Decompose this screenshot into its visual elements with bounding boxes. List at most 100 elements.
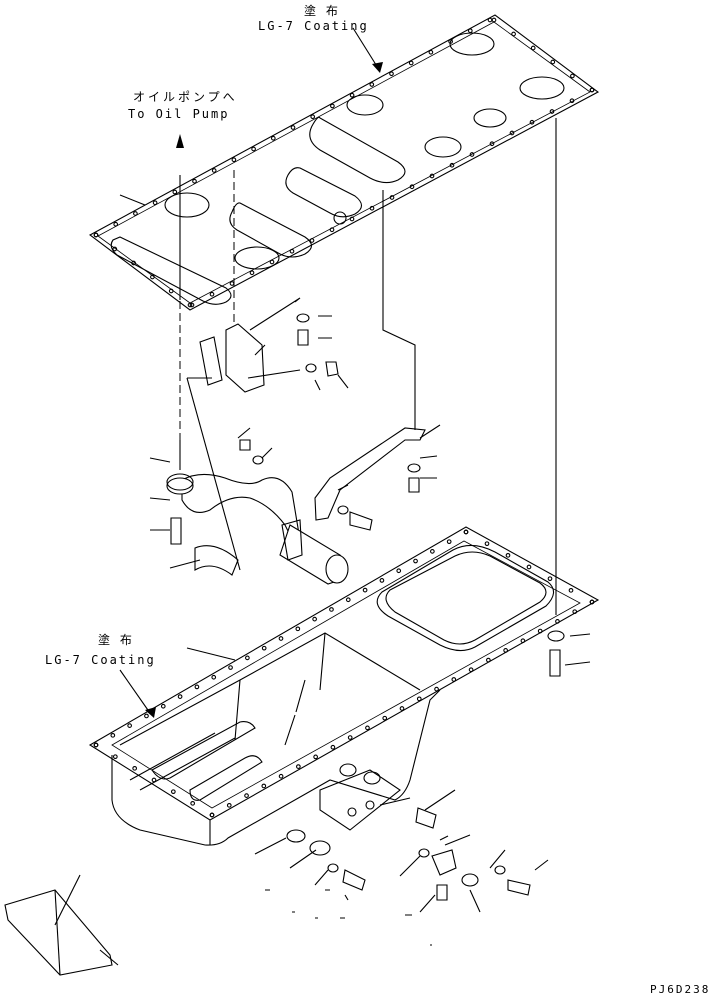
bolt-hole xyxy=(347,735,353,740)
bolt-hole xyxy=(448,39,453,44)
bolt-hole xyxy=(330,744,336,750)
bolt-hole xyxy=(249,270,255,276)
top-coating-jp-label: 塗 布 xyxy=(304,4,341,18)
bolt-hole xyxy=(313,754,318,760)
bolt-hole xyxy=(396,568,402,574)
bolt-hole xyxy=(349,216,355,222)
bolt-hole xyxy=(278,636,284,641)
bolt-hole xyxy=(526,564,532,570)
bolt-hole xyxy=(289,248,295,254)
small-parts xyxy=(4,313,565,976)
bolt-hole xyxy=(550,59,556,65)
bolt-hole xyxy=(409,184,415,190)
bolt-hole xyxy=(467,28,473,34)
bolt-hole xyxy=(362,587,368,593)
bolt-hole xyxy=(309,238,315,243)
bolt-hole xyxy=(365,725,370,731)
bolt-hole xyxy=(547,576,553,582)
oil-pump-jp-label: オイルポンプへ xyxy=(133,90,238,104)
bolt-hole xyxy=(144,713,149,719)
bolt-hole xyxy=(112,754,118,760)
bolt-hole xyxy=(269,259,275,265)
bolt-hole xyxy=(505,552,511,558)
bolt-hole xyxy=(151,777,157,783)
bolt-hole xyxy=(530,45,536,51)
bolt-hole xyxy=(589,87,595,93)
bolt-hole xyxy=(261,645,267,651)
bolt-hole xyxy=(428,49,434,55)
bolt-hole xyxy=(389,71,394,77)
bolt-hole xyxy=(520,638,526,644)
bolt-hole xyxy=(190,800,196,806)
bolt-hole xyxy=(589,599,595,605)
bolt-hole xyxy=(133,211,138,216)
bolt-hole xyxy=(549,109,555,114)
bolt-hole xyxy=(349,92,355,98)
bolt-hole xyxy=(209,812,215,818)
bolt-hole xyxy=(245,655,250,661)
bolt-hole xyxy=(484,541,490,547)
bolt-hole xyxy=(112,246,118,252)
bolt-hole xyxy=(429,173,435,179)
bolt-hole xyxy=(449,162,455,168)
bolt-hole xyxy=(399,706,405,711)
bolt-hole xyxy=(537,628,543,634)
bolt-hole xyxy=(228,665,233,670)
bolt-hole xyxy=(569,98,575,104)
bolt-hole xyxy=(568,587,574,593)
bolt-hole xyxy=(251,146,256,152)
bolt-hole xyxy=(379,578,385,583)
bolt-hole xyxy=(491,17,497,23)
bolt-hole xyxy=(187,302,193,308)
bolt-hole xyxy=(172,189,178,195)
bolt-hole xyxy=(152,200,158,206)
bolt-hole xyxy=(486,657,491,663)
bolt-hole xyxy=(170,789,176,795)
drawing-code: PJ6D238 xyxy=(650,983,711,996)
bolt-hole xyxy=(261,783,267,789)
bolt-hole xyxy=(329,227,335,233)
bolt-hole xyxy=(209,291,215,297)
bolt-hole xyxy=(168,288,174,294)
bolt-hole xyxy=(113,221,119,227)
top-coating-en-label: LG-7 Coating xyxy=(258,19,369,33)
bolt-hole xyxy=(468,667,474,673)
bolt-hole xyxy=(511,31,516,37)
bolt-hole xyxy=(369,205,375,211)
bolt-hole xyxy=(131,260,136,266)
bolt-hole xyxy=(572,609,578,615)
bolt-hole xyxy=(489,141,495,147)
arrow-icon xyxy=(145,62,383,718)
bolt-hole xyxy=(434,686,439,692)
bolt-hole xyxy=(389,195,395,200)
bolt-hole xyxy=(330,103,335,109)
bolt-hole xyxy=(329,607,334,612)
bolt-hole xyxy=(226,802,232,808)
bolt-hole xyxy=(127,723,132,728)
bolt-hole xyxy=(463,529,469,535)
bolt-hole xyxy=(555,619,560,624)
bolt-hole xyxy=(110,732,116,738)
bolt-hole xyxy=(503,648,508,653)
bolt-hole xyxy=(189,302,195,308)
oil-pump-en-label: To Oil Pump xyxy=(128,107,230,121)
bolt-hole xyxy=(150,274,155,280)
bolt-hole xyxy=(382,715,388,721)
bolt-hole xyxy=(270,135,276,141)
oil-pan xyxy=(88,526,600,846)
bolt-hole xyxy=(278,773,284,779)
bolt-hole xyxy=(295,626,301,632)
suction-pipe xyxy=(166,473,349,585)
bolt-hole xyxy=(312,616,317,622)
bolt-hole xyxy=(132,765,138,771)
mid-coating-jp-label: 塗 布 xyxy=(98,633,135,647)
bolt-hole xyxy=(446,539,452,545)
assembly-lines xyxy=(54,27,591,946)
bolt-hole xyxy=(369,82,375,87)
bolt-hole xyxy=(290,125,296,130)
bolt-hole xyxy=(509,130,515,136)
bolt-hole xyxy=(93,232,99,238)
bolt-hole xyxy=(160,703,166,709)
brackets xyxy=(199,323,426,521)
